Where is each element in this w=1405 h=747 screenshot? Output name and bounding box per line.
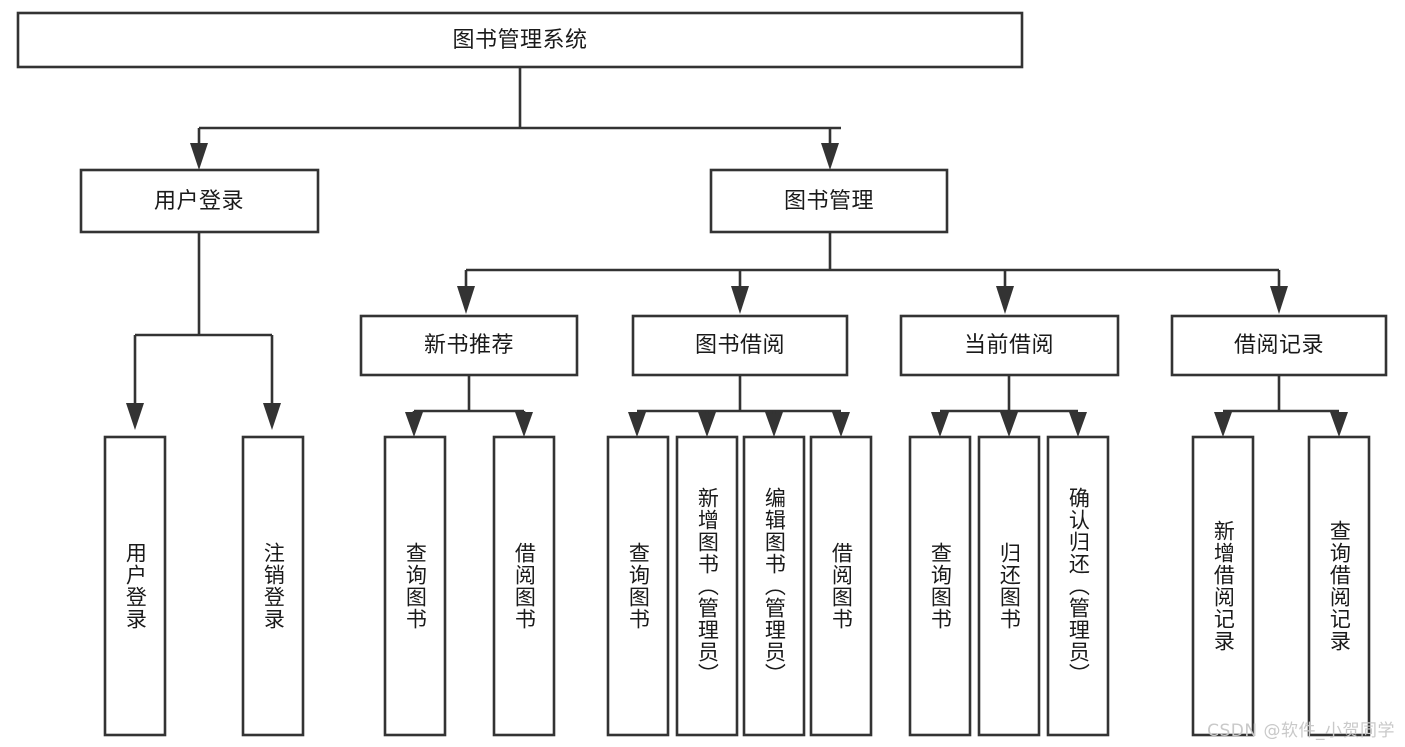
- arrow-to-book-manage: [821, 143, 839, 170]
- connector-newbook-to-leaves: [405, 375, 533, 437]
- leaf-box-bb-borrow-book[interactable]: [809, 435, 873, 737]
- node-new-book-recommend-box[interactable]: [359, 314, 579, 377]
- connector-currentborrow-to-leaves: [931, 375, 1087, 437]
- arrow-to-leaf-logout: [263, 403, 281, 430]
- connector-borrowrecord-to-leaves: [1214, 375, 1348, 437]
- leaf-box-bb-edit-book[interactable]: [742, 435, 806, 737]
- arrow-to-leaf-bb-edit: [765, 412, 783, 437]
- connector-bookborrow-to-leaves: [628, 375, 850, 437]
- arrow-to-leaf-bb-add: [698, 412, 716, 437]
- node-user-login[interactable]: 用户登录: [79, 168, 320, 234]
- node-new-book-recommend-label: 新书推荐: [424, 333, 514, 358]
- node-book-borrow-box[interactable]: [631, 314, 849, 377]
- node-book-borrow[interactable]: 图书借阅: [631, 314, 849, 377]
- arrow-to-new-book: [457, 286, 475, 314]
- node-borrow-record[interactable]: 借阅记录: [1170, 314, 1388, 377]
- arrow-to-leaf-bb-borrow: [832, 412, 850, 437]
- node-book-borrow-label: 图书借阅: [695, 333, 785, 358]
- leaf-box-br-query-record[interactable]: [1307, 435, 1371, 737]
- arrow-to-current-borrow: [996, 286, 1014, 314]
- leaf-box-cb-return-book[interactable]: [977, 435, 1041, 737]
- csdn-watermark: CSDN @软件_小贺同学: [1207, 721, 1395, 741]
- connector-bookmanage-to-level3: [457, 232, 1288, 314]
- leaf-box-bb-add-book[interactable]: [675, 435, 739, 737]
- connector-userlogin-to-leaves: [126, 232, 281, 430]
- node-current-borrow-label: 当前借阅: [964, 333, 1054, 358]
- node-root-book-management-system[interactable]: 图书管理系统: [16, 11, 1024, 69]
- arrow-to-user-login: [190, 143, 208, 170]
- node-book-management-label: 图书管理: [784, 189, 874, 214]
- arrow-to-leaf-br-query: [1330, 412, 1348, 437]
- node-borrow-record-box[interactable]: [1170, 314, 1388, 377]
- node-borrow-record-label: 借阅记录: [1234, 333, 1324, 358]
- leaf-box-user-login[interactable]: [103, 435, 167, 737]
- arrow-to-leaf-newbook-borrow: [515, 412, 533, 437]
- node-book-management[interactable]: 图书管理: [709, 168, 949, 234]
- node-user-login-box[interactable]: [79, 168, 320, 234]
- arrow-to-borrow-record: [1270, 286, 1288, 314]
- arrow-to-leaf-cb-confirm: [1069, 412, 1087, 437]
- arrow-to-book-borrow: [731, 286, 749, 314]
- node-current-borrow-box[interactable]: [899, 314, 1120, 377]
- arrow-to-leaf-user-login: [126, 403, 144, 430]
- arrow-to-leaf-newbook-query: [405, 412, 423, 437]
- arrow-to-leaf-cb-return: [1000, 412, 1018, 437]
- node-new-book-recommend[interactable]: 新书推荐: [359, 314, 579, 377]
- node-root-label: 图书管理系统: [452, 28, 587, 53]
- arrow-to-leaf-bb-query: [628, 412, 646, 437]
- node-book-management-box[interactable]: [709, 168, 949, 234]
- leaf-box-cb-query-book[interactable]: [908, 435, 972, 737]
- arrow-to-leaf-cb-query: [931, 412, 949, 437]
- leaf-box-bb-query-book[interactable]: [606, 435, 670, 737]
- node-root-box[interactable]: [16, 11, 1024, 69]
- leaf-box-nb-query-book[interactable]: [383, 435, 447, 737]
- leaf-box-br-add-record[interactable]: [1191, 435, 1255, 737]
- leaf-box-cb-confirm-return[interactable]: [1046, 435, 1110, 737]
- node-user-login-label: 用户登录: [154, 189, 244, 214]
- connector-root-to-level2: [190, 67, 841, 170]
- arrow-to-leaf-br-add: [1214, 412, 1232, 437]
- leaf-box-logout[interactable]: [241, 435, 305, 737]
- leaf-box-nb-borrow-book[interactable]: [492, 435, 556, 737]
- node-current-borrow[interactable]: 当前借阅: [899, 314, 1120, 377]
